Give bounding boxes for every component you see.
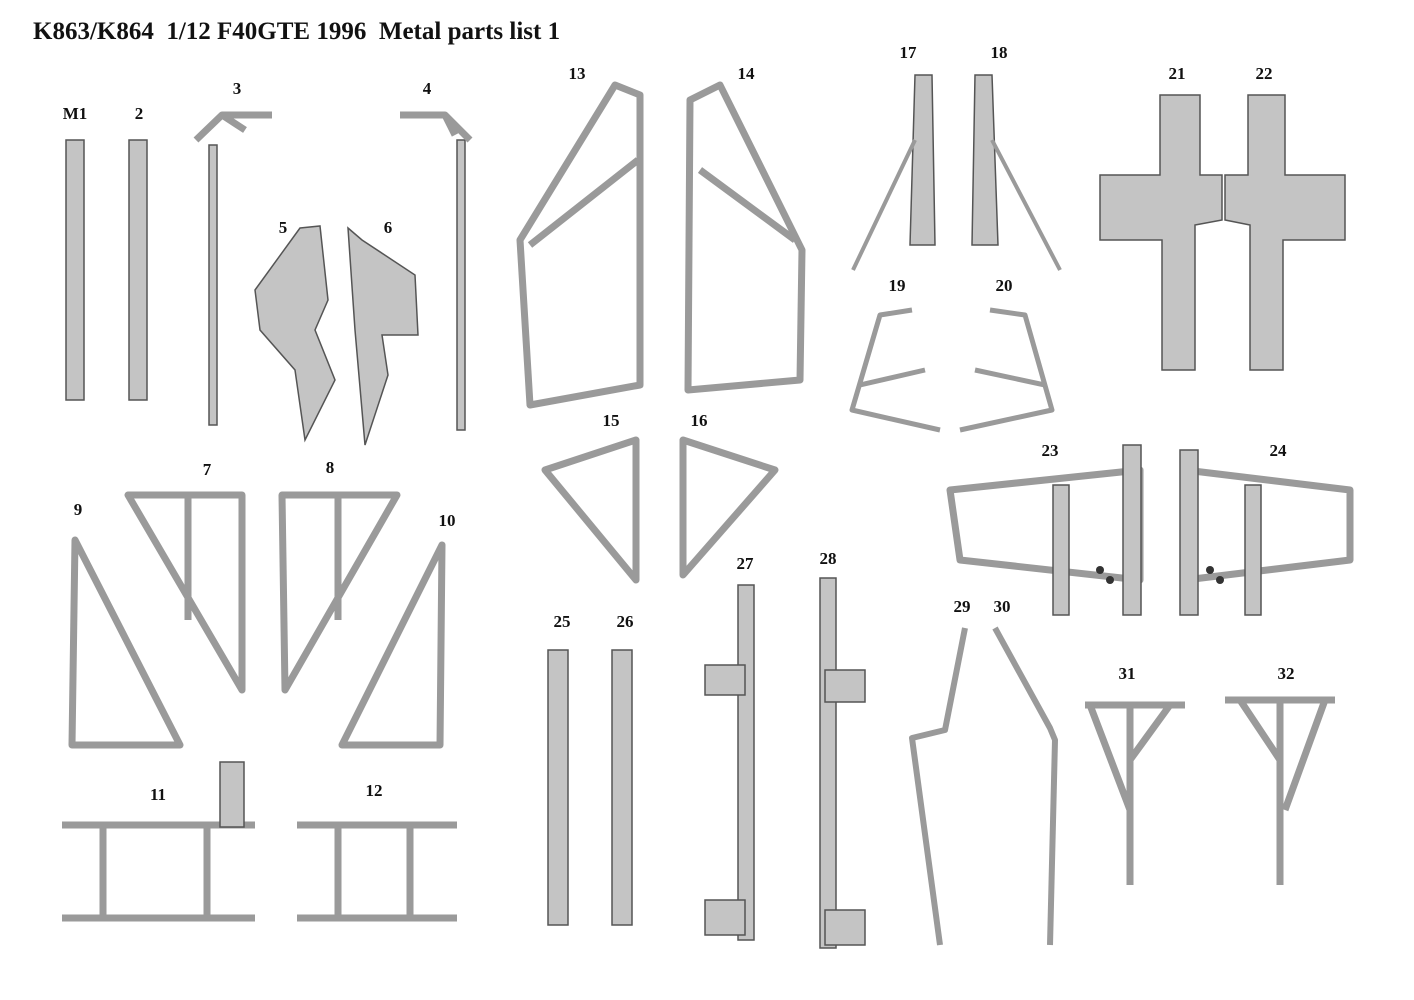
part-label-31: 31 xyxy=(1118,664,1136,683)
part-8 xyxy=(278,491,401,694)
part-label-2: 2 xyxy=(134,104,144,123)
part-label-8: 8 xyxy=(325,458,335,477)
part-label-29: 29 xyxy=(953,597,971,616)
part-label-10: 10 xyxy=(438,511,456,530)
part-31 xyxy=(1085,701,1185,885)
part-label-3: 3 xyxy=(232,79,242,98)
part-label-18: 18 xyxy=(990,43,1008,62)
part-18 xyxy=(971,74,1062,271)
part-label-17: 17 xyxy=(899,43,917,62)
part-label-m1: M1 xyxy=(62,104,88,123)
part-12 xyxy=(297,821,457,922)
part-13 xyxy=(516,81,644,409)
part-label-20: 20 xyxy=(995,276,1013,295)
part-17 xyxy=(851,74,936,271)
part-label-11: 11 xyxy=(149,785,167,804)
part-label-24: 24 xyxy=(1269,441,1287,460)
part-label-22: 22 xyxy=(1255,64,1273,83)
part-label-28: 28 xyxy=(819,549,837,568)
part-22 xyxy=(1224,94,1346,371)
part-26 xyxy=(611,649,633,926)
part-21 xyxy=(1099,94,1223,371)
part-label-26: 26 xyxy=(616,612,634,631)
part-11 xyxy=(62,761,255,922)
part-20 xyxy=(959,307,1055,433)
part-label-21: 21 xyxy=(1168,64,1186,83)
part-27 xyxy=(704,584,755,941)
part-7 xyxy=(124,491,246,694)
part-29 xyxy=(909,627,968,946)
part-label-25: 25 xyxy=(553,612,571,631)
part-label-32: 32 xyxy=(1277,664,1295,683)
part-32 xyxy=(1225,696,1335,885)
part-label-15: 15 xyxy=(602,411,620,430)
part-label-19: 19 xyxy=(888,276,906,295)
part-15 xyxy=(541,436,640,584)
part-28 xyxy=(819,577,866,949)
part-3 xyxy=(193,111,272,426)
part-label-5: 5 xyxy=(278,218,288,237)
part-24 xyxy=(1179,449,1354,616)
part-label-6: 6 xyxy=(383,218,393,237)
sheet-title: K863/K864 1/12 F40GTE 1996 Metal parts l… xyxy=(33,18,561,45)
part-label-12: 12 xyxy=(365,781,383,800)
part-19 xyxy=(849,307,941,433)
part-label-7: 7 xyxy=(202,460,212,479)
part-14 xyxy=(684,81,806,394)
part-2 xyxy=(128,139,148,401)
part-10 xyxy=(338,541,446,749)
part-16 xyxy=(679,436,779,579)
part-label-13: 13 xyxy=(568,64,586,83)
part-label-30: 30 xyxy=(993,597,1011,616)
part-label-27: 27 xyxy=(736,554,754,573)
part-5 xyxy=(254,225,336,443)
part-label-4: 4 xyxy=(422,79,432,98)
part-4 xyxy=(400,111,473,431)
part-label-23: 23 xyxy=(1041,441,1059,460)
part-label-16: 16 xyxy=(690,411,708,430)
part-label-14: 14 xyxy=(737,64,755,83)
part-30 xyxy=(992,626,1058,946)
part-label-9: 9 xyxy=(73,500,83,519)
part-6 xyxy=(347,226,419,446)
part-25 xyxy=(547,649,569,926)
part-23 xyxy=(946,444,1144,616)
part-9 xyxy=(68,536,184,749)
part-m1 xyxy=(65,139,85,401)
